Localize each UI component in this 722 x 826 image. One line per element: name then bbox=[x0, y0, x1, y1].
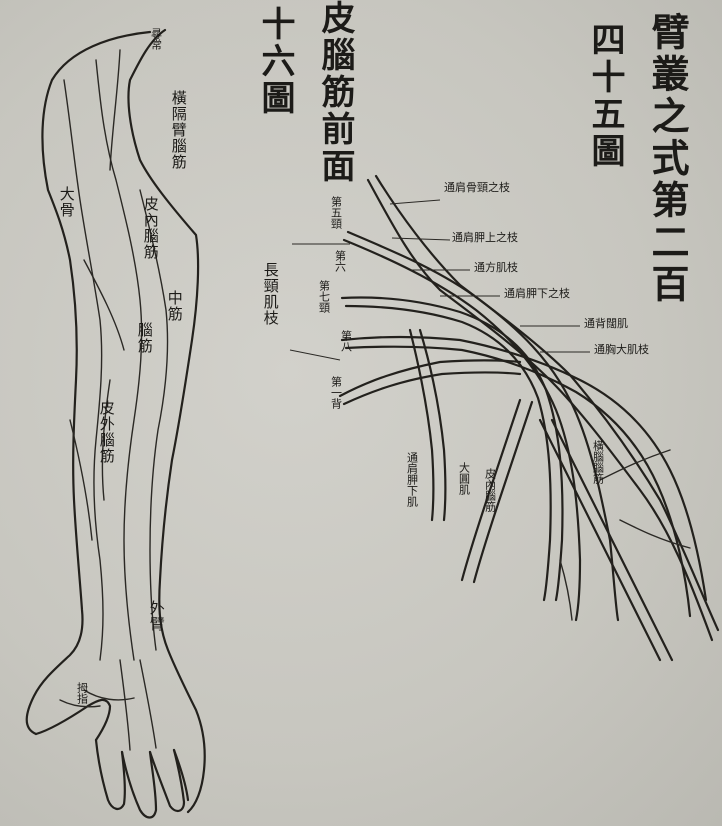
plexus-label-r4: 通肩胛下之枝 bbox=[504, 288, 570, 300]
plexus-label-l6: 長頸肌枝 bbox=[262, 262, 278, 326]
plexus-label-l2: 第六 bbox=[334, 250, 346, 272]
plexus-label-r5: 通背闊肌 bbox=[584, 318, 628, 330]
arm-label-thumb: 拇指 bbox=[76, 682, 88, 704]
figure-45-label: 四十五圖 bbox=[588, 22, 622, 170]
leader-l6b bbox=[290, 350, 340, 360]
arm-label-wrist: 外臂 bbox=[148, 600, 164, 632]
plexus-label-l5: 第一背 bbox=[330, 376, 342, 409]
book-title: 臂叢之式第二百 bbox=[648, 12, 686, 306]
arm-label-forearm-c: 皮外腦筋 bbox=[98, 400, 114, 464]
nerve-line-3 bbox=[110, 50, 120, 170]
plexus-label-lower3: 皮內腦筋 bbox=[484, 468, 496, 512]
plexus-trunk-7 bbox=[342, 337, 706, 600]
nerve-line-5 bbox=[84, 260, 124, 350]
plexus-label-r1: 通肩骨頸之枝 bbox=[444, 182, 510, 194]
plexus-label-lower1: 通肩胛下肌 bbox=[406, 452, 418, 507]
nerve-line-9 bbox=[140, 660, 156, 748]
finger-4 bbox=[174, 750, 188, 800]
arm-label-shoulder: 橫隔臂腦筋 bbox=[170, 90, 186, 170]
arm-outline-right bbox=[128, 30, 204, 812]
plexus-trunk-8 bbox=[346, 347, 690, 616]
figure-46-number: 十六圖 bbox=[258, 6, 292, 117]
nerve-line-10 bbox=[84, 690, 134, 700]
nerve-line-1 bbox=[64, 80, 103, 660]
plexus-label-l3: 第七頸 bbox=[318, 280, 330, 313]
radial-branch-2 bbox=[474, 402, 532, 582]
arm-outline-left bbox=[27, 32, 150, 734]
arm-label-forearm-a: 中筋 bbox=[166, 290, 182, 322]
plexus-fine-2 bbox=[600, 450, 670, 480]
plexus-label-lower4: 橫腦腦筋 bbox=[592, 440, 604, 484]
plexus-label-r2: 通肩胛上之枝 bbox=[452, 232, 518, 244]
plexus-label-r6: 通胸大肌枝 bbox=[594, 344, 649, 356]
plexus-label-l4: 第八 bbox=[340, 330, 352, 352]
finger-1 bbox=[96, 740, 125, 809]
nerve-line-2 bbox=[96, 60, 142, 660]
arm-label-top: 尋常 bbox=[150, 28, 162, 50]
plexus-label-l1: 第五頸 bbox=[330, 196, 342, 229]
plexus-label-lower2: 大圓肌 bbox=[458, 462, 470, 495]
plexus-trunk-3 bbox=[348, 232, 618, 620]
arm-label-elbow-a: 大骨 bbox=[58, 186, 74, 218]
finger-2 bbox=[122, 752, 156, 818]
arm-label-forearm-b: 腦筋 bbox=[136, 322, 152, 354]
leader-r1 bbox=[390, 200, 440, 204]
plexus-fine-3 bbox=[560, 560, 572, 620]
figure-46-title: 皮腦筋前面 bbox=[318, 0, 352, 185]
nerve-line-8 bbox=[120, 660, 130, 750]
plexus-label-r3: 通方肌枝 bbox=[474, 262, 518, 274]
arm-label-elbow-b: 皮內腦筋 bbox=[142, 196, 158, 260]
